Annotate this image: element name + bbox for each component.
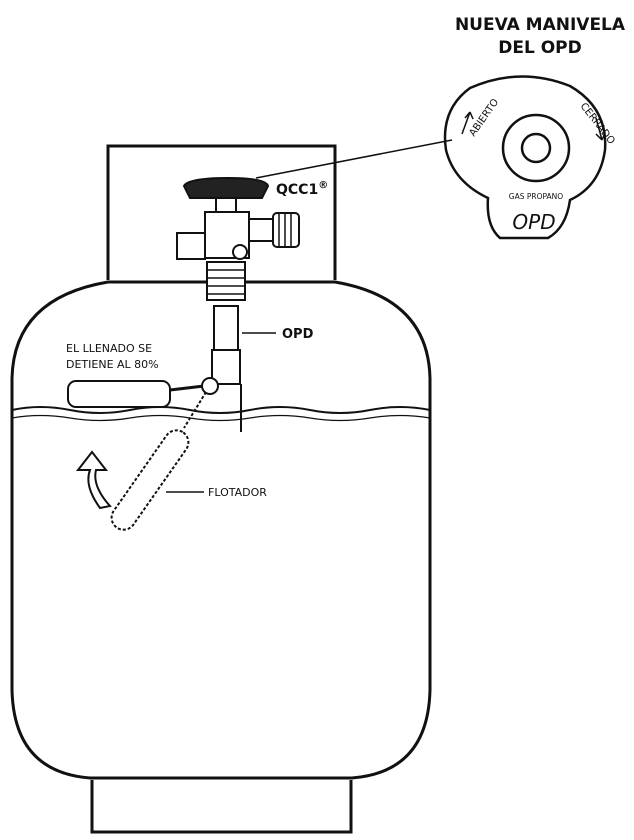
float-raised-arm: [169, 384, 205, 392]
opd-label: OPD: [282, 327, 314, 342]
open-arrow-icon: [461, 111, 474, 135]
handwheel-brand-label: OPD: [512, 210, 555, 234]
valve-handwheel: [182, 176, 270, 199]
qcc1-thread: [272, 212, 300, 248]
valve-stem: [215, 197, 237, 213]
float-pivot: [201, 377, 219, 395]
fill-stop-label-line-2: DETIENE AL 80%: [66, 358, 159, 371]
handwheel-outer-ring: [501, 113, 571, 183]
heading-line-2: DEL OPD: [498, 38, 582, 58]
qcc1-label-text: QCC1: [276, 182, 318, 198]
float-raised-body: [67, 380, 171, 408]
valve-relief-cap: [232, 244, 248, 260]
opd-lower-body: [211, 349, 241, 385]
liquid-surface-line: [11, 406, 431, 414]
valve-side-outlet: [176, 232, 206, 260]
service-valve: [176, 176, 300, 432]
qcc1-label: QCC1®: [276, 180, 328, 198]
cylinder-collar: [106, 144, 337, 280]
handwheel-inner-ring: [520, 132, 552, 164]
cylinder-foot-ring: [90, 780, 353, 834]
detail-leader-line: [255, 139, 453, 179]
float-lowered-arm: [183, 391, 207, 429]
float-raised: [67, 377, 219, 408]
heading-line-1: NUEVA MANIVELA: [455, 15, 626, 35]
qcc1-connector: [248, 218, 276, 242]
float-rise-arrow-icon: [75, 450, 112, 510]
liquid-surface-line-2: [11, 414, 431, 422]
opd-handwheel-detail: ABIERTO CERRADO GAS PROPANO OPD: [443, 75, 617, 240]
fill-stop-label-line-1: EL LLENADO SE: [66, 342, 152, 355]
registered-mark: ®: [318, 180, 328, 191]
float-label: FLOTADOR: [208, 486, 267, 499]
propane-label: GAS PROPANO: [509, 192, 564, 201]
close-arrow-icon: [595, 117, 606, 141]
opd-body: [213, 305, 239, 351]
